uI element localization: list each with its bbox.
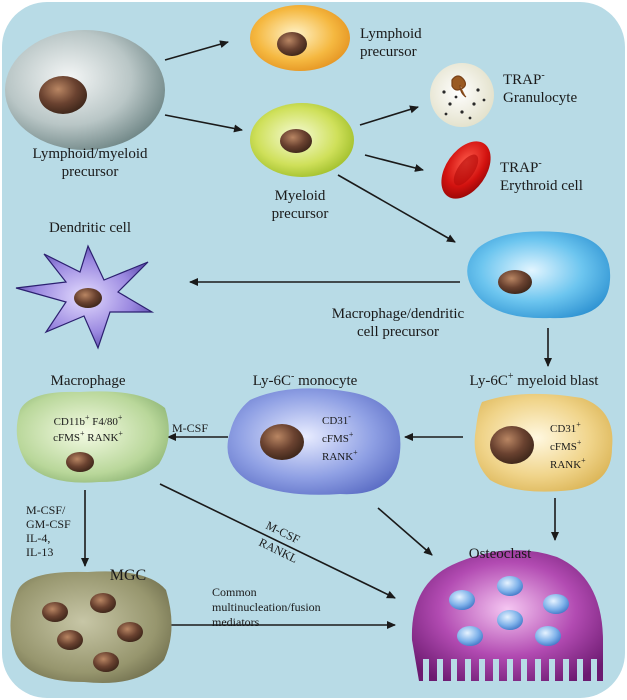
label-lymphoid-line2: precursor xyxy=(360,44,417,60)
nucleus xyxy=(260,424,304,460)
arrow-precursor-to-myeloid xyxy=(164,114,243,133)
nucleus xyxy=(66,452,94,472)
nucleus xyxy=(74,288,102,308)
myeloid-precursor-cell xyxy=(250,103,354,177)
dendritic-cell xyxy=(15,244,155,350)
nucleus xyxy=(90,593,116,613)
arrow-myeloid-to-macdc xyxy=(337,174,456,243)
nucleus xyxy=(457,626,483,646)
nucleus xyxy=(93,652,119,672)
label-mgc-factor-2: IL-4, xyxy=(26,531,50,545)
label-myeloid-line2: precursor xyxy=(272,206,329,222)
nucleus xyxy=(497,576,523,596)
erythroid-cell xyxy=(441,141,491,199)
nucleus xyxy=(57,630,83,650)
ly6c-negative-monocyte-cell xyxy=(227,388,401,495)
label-dendritic: Dendritic cell xyxy=(49,220,131,236)
label-mgc-factor-1: GM-CSF xyxy=(26,517,71,531)
ly6c-positive-marker-cfms: cFMS+ xyxy=(550,438,582,453)
nucleus xyxy=(498,270,532,294)
label-fusion-line2: multinucleation/fusion xyxy=(212,600,321,614)
label-mgc-factor-0: M-CSF/ xyxy=(26,503,66,517)
ly6c-positive-marker-rank: RANK+ xyxy=(550,456,586,471)
label-mgc: MGC xyxy=(110,567,146,584)
macrophage-markers-line2: cFMS+ RANK+ xyxy=(53,429,123,444)
osteoclast-cell xyxy=(411,550,603,681)
nucleus xyxy=(449,590,475,610)
arrow-myeloid-to-erythroid xyxy=(364,154,424,172)
arrow-macrophage-to-osteoclast xyxy=(159,483,396,599)
label-myeloid-line1: Myeloid xyxy=(275,188,326,204)
lymphoid-precursor-cell xyxy=(250,5,350,71)
label-osteoclast: Osteoclast xyxy=(469,546,532,562)
nucleus xyxy=(543,594,569,614)
mgc-cell xyxy=(10,571,172,684)
macrophage-markers-line1: CD11b+ F4/80+ xyxy=(54,413,123,428)
label-granulocyte-line2: Granulocyte xyxy=(503,90,577,106)
arrow-precursor-to-lymphoid xyxy=(164,40,229,61)
arrows xyxy=(81,40,559,629)
label-macrophage: Macrophage xyxy=(51,373,126,389)
label-granulocyte-line1: TRAP- xyxy=(503,70,545,88)
label-ly6c-negative: Ly-6C- monocyte xyxy=(253,371,358,389)
label-lymphoid-myeloid-line2: precursor xyxy=(62,164,119,180)
granulocyte-cell xyxy=(430,63,494,127)
macrophage-cell xyxy=(16,391,169,483)
label-macdc-line2: cell precursor xyxy=(357,324,439,340)
label-mgc-factor-3: IL-13 xyxy=(26,545,53,559)
nucleus xyxy=(117,622,143,642)
nucleus xyxy=(535,626,561,646)
nucleus xyxy=(277,32,307,56)
label-macdc-line1: Macrophage/dendritic xyxy=(332,306,465,322)
label-mcsf: M-CSF xyxy=(172,421,208,435)
label-fusion-line1: Common xyxy=(212,585,257,599)
ly6c-positive-marker-cd31: CD31+ xyxy=(550,420,581,435)
label-lymphoid-line1: Lymphoid xyxy=(360,26,422,42)
arrow-myeloid-to-granulocyte xyxy=(359,105,419,126)
ly6c-negative-marker-cd31: CD31- xyxy=(322,412,351,427)
arrow-monocyte-to-osteoclast xyxy=(377,507,433,556)
label-fusion-line3: mediators xyxy=(212,615,260,629)
ly6c-negative-marker-cfms: cFMS+ xyxy=(322,430,354,445)
nucleus xyxy=(39,76,87,114)
label-erythroid-line2: Erythroid cell xyxy=(500,178,583,194)
nucleus xyxy=(42,602,68,622)
ly6c-negative-marker-rank: RANK+ xyxy=(322,448,358,463)
label-ly6c-positive: Ly-6C+ myeloid blast xyxy=(470,371,600,389)
nucleus xyxy=(490,426,534,464)
nucleus xyxy=(280,129,312,153)
ly6c-positive-myeloid-blast-cell xyxy=(474,393,613,492)
nucleus xyxy=(497,610,523,630)
label-lymphoid-myeloid-line1: Lymphoid/myeloid xyxy=(33,146,148,162)
lymphoid-myeloid-precursor-cell xyxy=(5,30,165,150)
macrophage-dendritic-precursor-cell xyxy=(467,231,611,319)
label-erythroid-line1: TRAP- xyxy=(500,158,542,176)
